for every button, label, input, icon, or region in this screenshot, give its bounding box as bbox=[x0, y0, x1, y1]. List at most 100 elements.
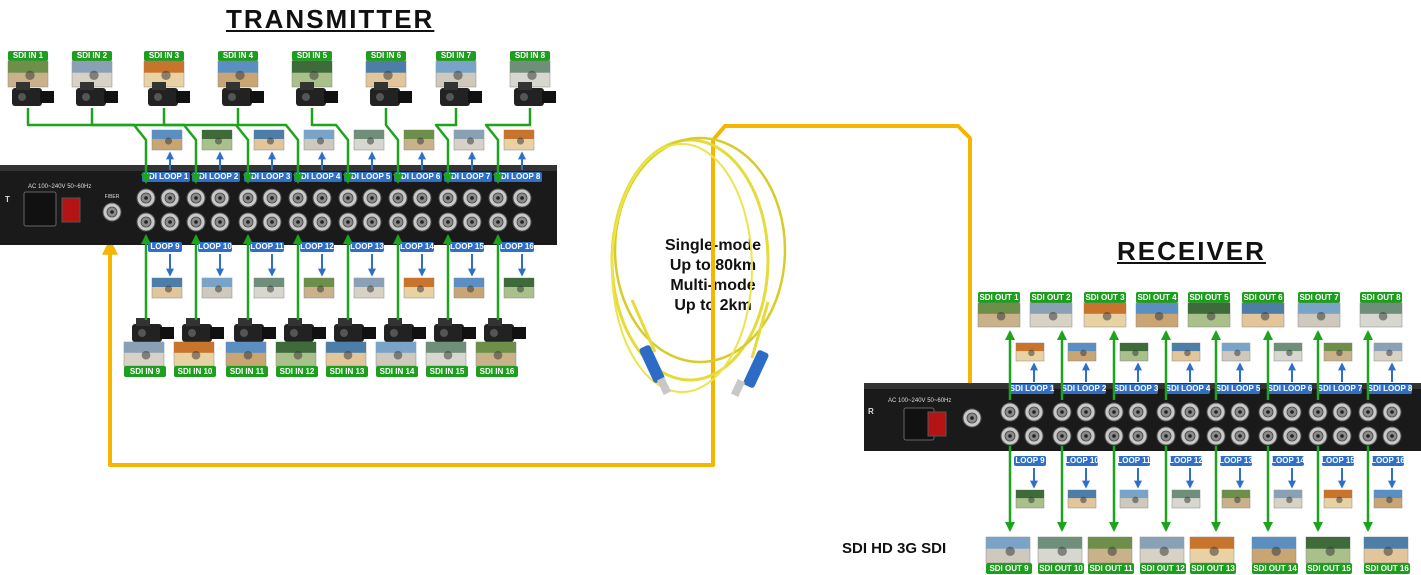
camera-handle bbox=[152, 82, 166, 90]
camera-handle bbox=[16, 82, 30, 90]
thumbnail-sky bbox=[1274, 343, 1302, 352]
transmitter-loop-label-bg bbox=[244, 172, 292, 182]
transmitter-input-label: SDI IN 4 bbox=[223, 51, 254, 60]
thumbnail-figure bbox=[191, 350, 201, 360]
receiver-sdi-out-port-pin bbox=[1164, 434, 1168, 438]
thumbnail-figure bbox=[383, 70, 393, 80]
thumbnail-figure bbox=[243, 350, 253, 360]
transmitter-input-label-bg bbox=[226, 366, 268, 377]
receiver-power-switch bbox=[927, 411, 947, 437]
camera-body bbox=[334, 324, 364, 342]
transmitter-loop-label: SDI LOOP 8 bbox=[496, 172, 541, 181]
camera-body bbox=[12, 88, 42, 106]
camera-body bbox=[234, 324, 264, 342]
transmitter-sdi-in-port-pin bbox=[246, 220, 250, 224]
st-connector-ferrule bbox=[656, 377, 672, 395]
receiver-output-label-bg bbox=[1190, 563, 1236, 574]
receiver-output-label-bg bbox=[1030, 292, 1072, 303]
thumbnail-figure bbox=[1048, 311, 1058, 321]
receiver-title: RECEIVER bbox=[1117, 236, 1266, 266]
thumbnail-sky bbox=[226, 342, 266, 353]
thumbnail-figure bbox=[527, 70, 537, 80]
receiver-output-thumbnail bbox=[1359, 302, 1403, 328]
receiver-output-label: SDI OUT 2 bbox=[1031, 293, 1071, 302]
receiver-output-thumbnail bbox=[985, 536, 1031, 564]
transmitter-loop-label-bg bbox=[192, 172, 240, 182]
thumbnail-sky bbox=[124, 342, 164, 353]
thumbnail-sky bbox=[1172, 490, 1200, 499]
camera-body bbox=[514, 88, 544, 106]
transmitter-camera bbox=[12, 82, 54, 106]
thumbnail-sky bbox=[144, 61, 184, 73]
transmitter-camera bbox=[132, 318, 174, 342]
transmitter-signal-line bbox=[310, 108, 353, 184]
transmitter-loop-port-pin bbox=[520, 220, 524, 224]
receiver-output-label: SDI OUT 16 bbox=[1365, 564, 1409, 573]
transmitter-loop-port-pin bbox=[470, 220, 474, 224]
transmitter-loop-port-pin bbox=[168, 220, 172, 224]
thumbnail-figure bbox=[1209, 546, 1219, 556]
transmitter-loop-port-pin bbox=[420, 220, 424, 224]
transmitter-input-label-bg bbox=[376, 366, 418, 377]
transmitter-sdi-in-port-pin bbox=[194, 220, 198, 224]
receiver-loop-label-bg bbox=[1062, 384, 1106, 394]
camera-lens bbox=[362, 327, 376, 339]
transmitter-loop-thumbnail bbox=[303, 277, 335, 299]
st-connector bbox=[639, 345, 665, 383]
transmitter-loop-port-pin bbox=[370, 196, 374, 200]
receiver-output-label-bg bbox=[1136, 292, 1178, 303]
transmitter-loop-label-bg bbox=[294, 172, 342, 182]
transmitter-input-label-bg bbox=[276, 366, 318, 377]
transmitter-loop-label-bg bbox=[148, 242, 182, 252]
transmitter-loop-thumbnail bbox=[151, 129, 183, 151]
thumbnail-sky bbox=[1306, 537, 1350, 549]
receiver-loop-thumbnail bbox=[1221, 342, 1251, 362]
receiver-loop-label: LOOP 12 bbox=[1169, 456, 1203, 465]
thumbnail-figure bbox=[516, 137, 525, 145]
receiver-sdi-out-port-pin bbox=[1316, 434, 1320, 438]
transmitter-loop-label: SDI LOOP 1 bbox=[144, 172, 189, 181]
camera-lens bbox=[512, 327, 526, 339]
thumbnail-sky bbox=[1140, 537, 1184, 549]
thumbnail-figure bbox=[1260, 311, 1270, 321]
thumbnail-figure bbox=[1132, 496, 1139, 504]
transmitter-signal-line bbox=[434, 108, 458, 184]
receiver-output-label: SDI OUT 11 bbox=[1089, 564, 1133, 573]
transmitter-input-label-bg bbox=[366, 51, 406, 61]
thumbnail-sky bbox=[1016, 343, 1044, 352]
receiver-loop-label: SDI LOOP 7 bbox=[1318, 384, 1363, 393]
receiver-output-thumbnail bbox=[1037, 536, 1083, 564]
thumbnail-sky bbox=[254, 130, 284, 139]
transmitter-loop-label-bg bbox=[400, 242, 434, 252]
receiver-loop-thumbnail bbox=[1119, 489, 1149, 509]
transmitter-sdi-in-port-pin bbox=[446, 220, 450, 224]
transmitter-input-label: SDI IN 6 bbox=[371, 51, 402, 60]
transmitter-mark: T bbox=[5, 195, 10, 204]
receiver-sdi-out-port-pin bbox=[1008, 410, 1012, 414]
camera-lens bbox=[40, 91, 54, 103]
transmitter-sdi-in-port-pin bbox=[346, 196, 350, 200]
camera-body bbox=[284, 324, 314, 342]
camera-dial bbox=[390, 329, 398, 337]
receiver-loop-port-pin bbox=[1390, 434, 1394, 438]
thumbnail-figure bbox=[1005, 546, 1015, 556]
receiver-loop-thumbnail bbox=[1119, 342, 1149, 362]
transmitter-loop-label: SDI LOOP 5 bbox=[346, 172, 391, 181]
thumbnail-sky bbox=[354, 278, 384, 287]
receiver-output-thumbnail bbox=[1083, 302, 1127, 328]
thumbnail-figure bbox=[1159, 546, 1169, 556]
camera-handle bbox=[388, 318, 402, 326]
transmitter-loop-port-pin bbox=[218, 196, 222, 200]
transmitter-loop-port-pin bbox=[270, 220, 274, 224]
thumbnail-sky bbox=[1364, 537, 1408, 549]
camera-handle bbox=[80, 82, 94, 90]
thumbnail-sky bbox=[1190, 537, 1234, 549]
transmitter-sdi-in-port-pin bbox=[144, 196, 148, 200]
receiver-loop-label-bg bbox=[1368, 384, 1412, 394]
receiver-output-thumbnail bbox=[977, 302, 1021, 328]
thumbnail-sky bbox=[1120, 343, 1148, 352]
camera-lens bbox=[412, 327, 426, 339]
camera-dial bbox=[188, 329, 196, 337]
transmitter-loop-label: LOOP 15 bbox=[450, 242, 484, 251]
transmitter-loop-label: SDI LOOP 7 bbox=[446, 172, 491, 181]
